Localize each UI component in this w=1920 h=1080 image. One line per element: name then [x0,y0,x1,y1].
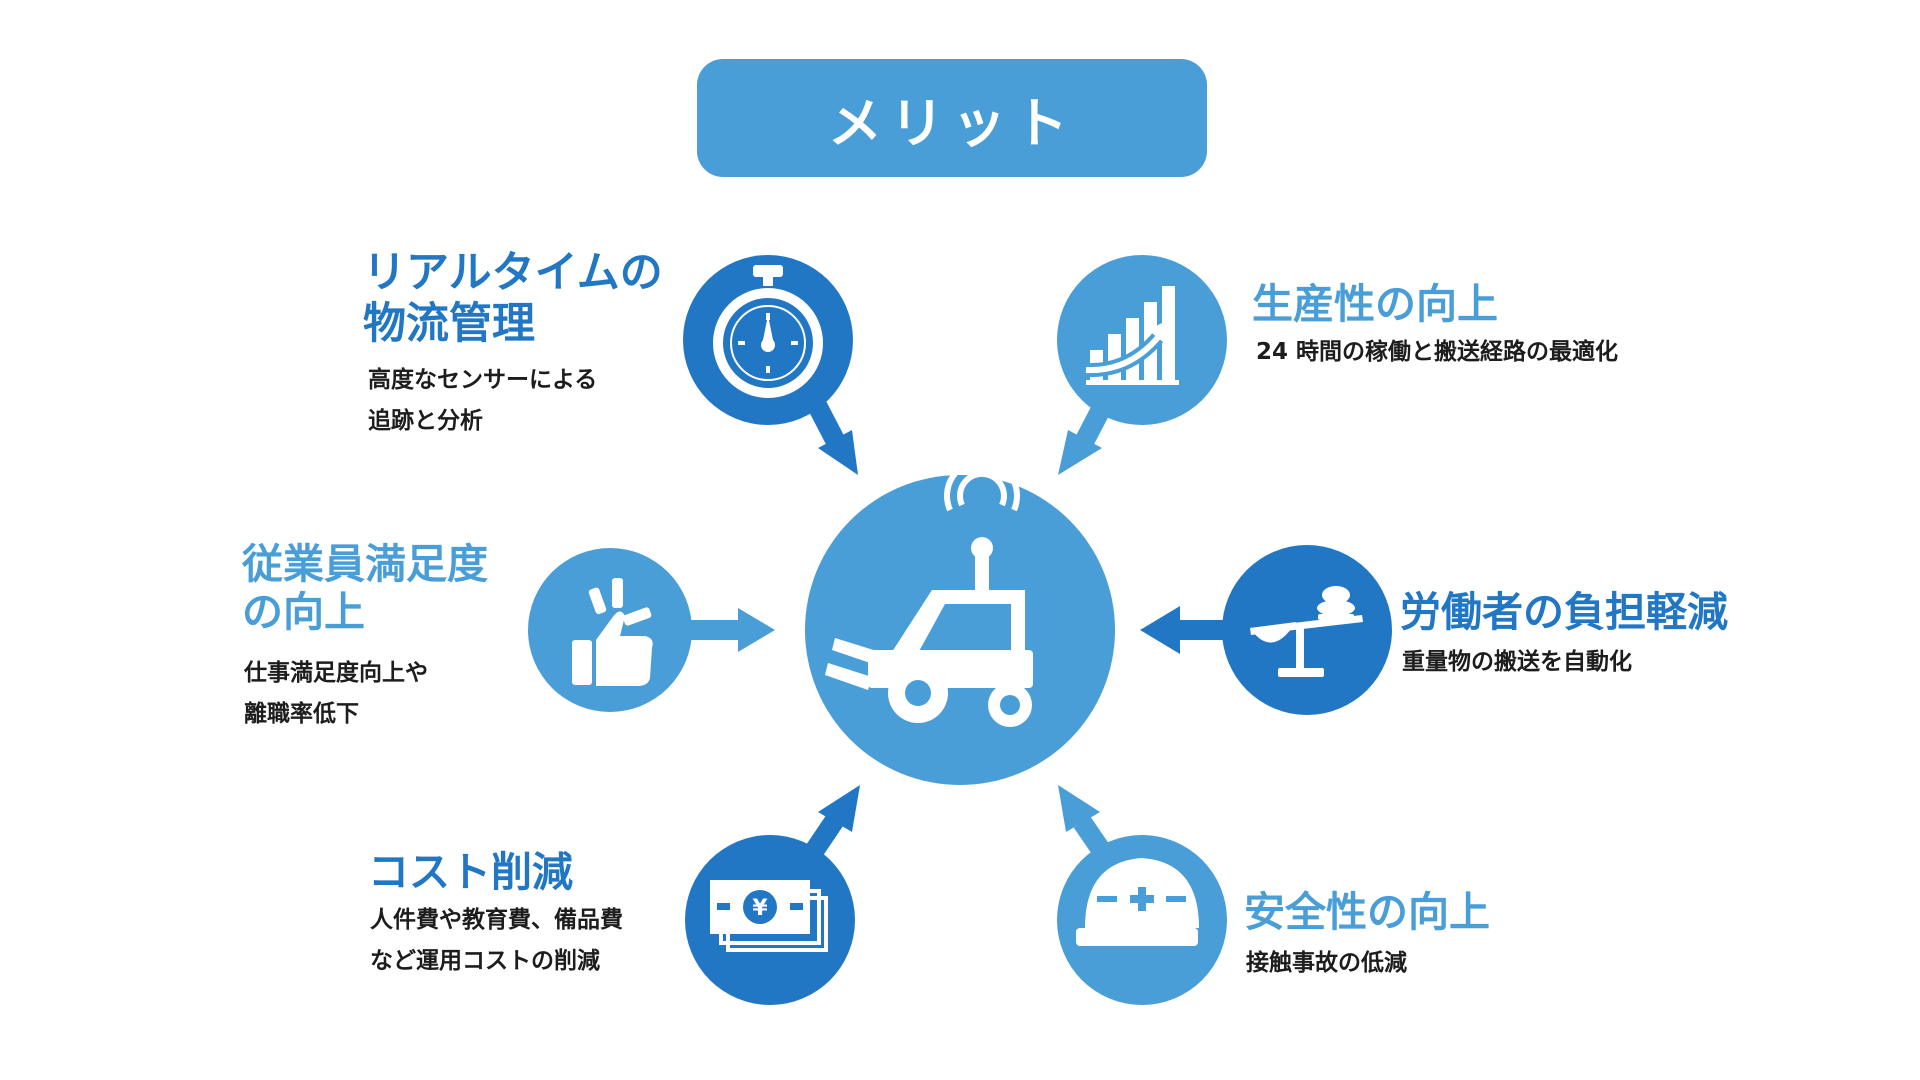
benefit-satisfaction-desc: 仕事満足度向上や 離職率低下 [244,660,428,727]
safety-helmet-icon [1076,858,1199,946]
benefit-safety-heading: 安全性の向上 [1244,888,1490,936]
arrow-workload [1140,606,1225,654]
benefit-realtime-node [683,255,853,425]
robot-forklift-icon [825,457,1033,727]
benefit-productivity-desc: 24 時間の稼働と搬送経路の最適化 [1256,339,1619,365]
thumbs-up-icon [572,578,653,686]
arrow-satisfaction [690,608,775,652]
stopwatch-icon [713,265,823,398]
benefit-workload-node [1222,545,1392,715]
title-banner: メリット [697,59,1207,177]
benefit-cost-heading: コスト削減 [368,848,573,896]
benefit-realtime-desc: 高度なセンサーによる 追跡と分析 [368,367,598,434]
benefit-productivity-node [1057,255,1227,425]
growth-chart-icon [1085,286,1179,385]
benefit-satisfaction-node [528,548,692,712]
benefit-satisfaction-heading: 従業員満足度 の向上 [242,540,488,637]
balance-scale-icon [1250,586,1363,677]
benefit-workload-desc: 重量物の搬送を自動化 [1402,649,1632,675]
benefit-workload-heading: 労働者の負担軽減 [1400,588,1728,636]
title-text: メリット [828,91,1076,155]
benefit-cost-desc: 人件費や教育費、備品費 など運用コストの削減 [370,907,623,974]
svg-text:¥: ¥ [752,896,768,921]
benefit-productivity-heading: 生産性の向上 [1252,280,1498,328]
benefit-realtime-heading: リアルタイムの 物流管理 [363,248,663,349]
center-circle [805,475,1115,785]
benefit-safety-node [1057,835,1227,1005]
yen-banknotes-icon: ¥ [710,880,828,952]
benefit-cost-node: ¥ [685,835,855,1005]
benefit-safety-desc: 接触事故の低減 [1246,950,1407,976]
